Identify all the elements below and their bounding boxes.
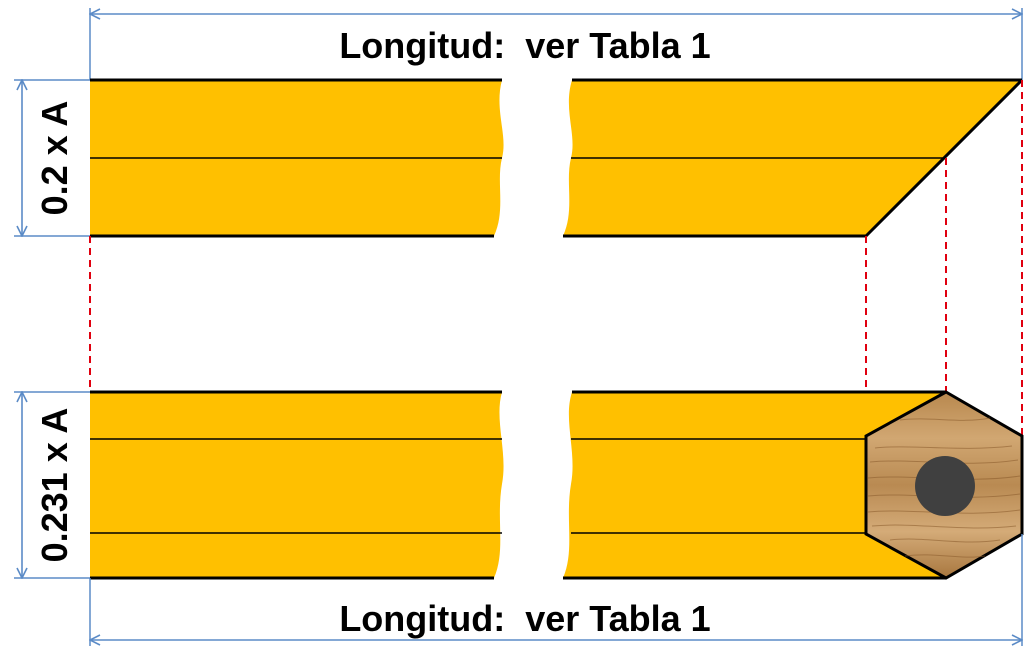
bottom-pencil-top-view [90, 390, 946, 580]
bottom-length-label: Longitud: ver Tabla 1 [339, 598, 710, 639]
bottom-width-dimension: 0.231 x A [14, 392, 90, 578]
pencil-lead [915, 456, 975, 516]
top-pencil-side-view [90, 78, 1024, 238]
bottom-length-dimension: Longitud: ver Tabla 1 [90, 534, 1022, 646]
bottom-pencil-left-segment [90, 392, 504, 578]
bottom-width-label: 0.231 x A [34, 408, 75, 563]
top-width-label: 0.2 x A [34, 101, 75, 216]
pencil-cross-section [864, 390, 1024, 580]
top-length-label: Longitud: ver Tabla 1 [339, 25, 710, 66]
top-pencil-tip-edge [864, 78, 1024, 238]
projection-lines [89, 80, 1023, 436]
top-length-dimension: Longitud: ver Tabla 1 [90, 8, 1022, 80]
top-width-dimension: 0.2 x A [14, 80, 90, 236]
